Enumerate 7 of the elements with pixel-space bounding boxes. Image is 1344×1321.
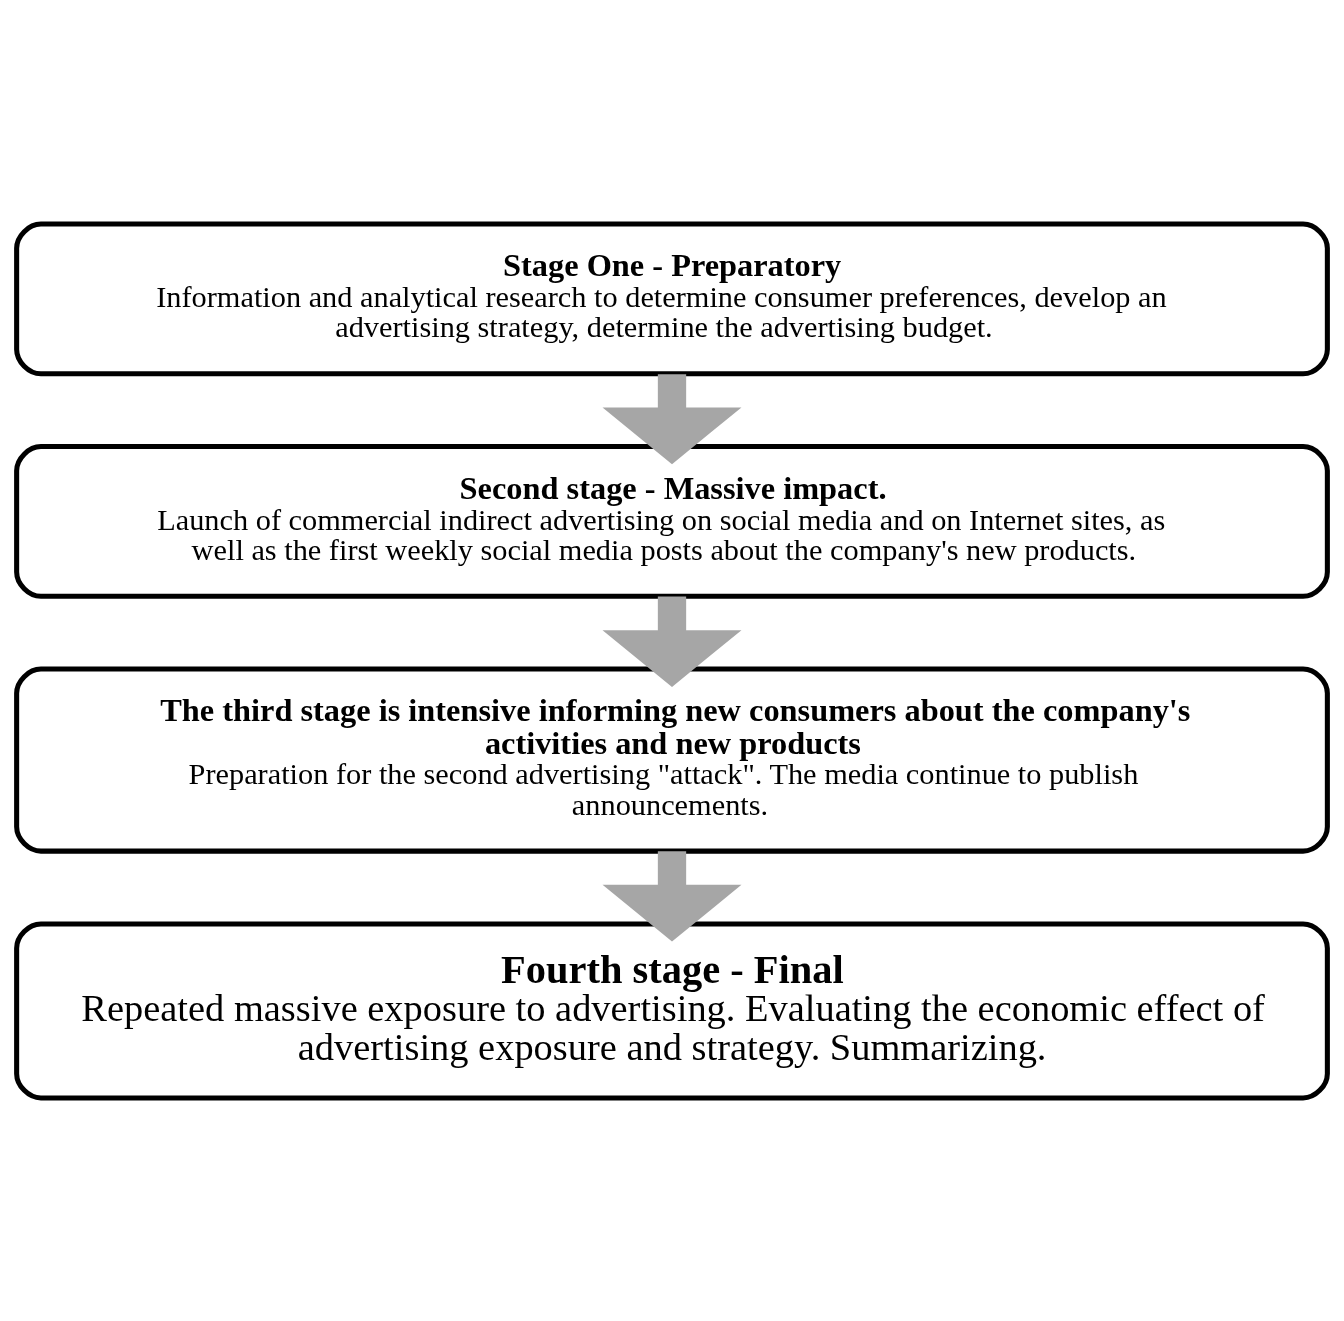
node-box: Fourth stage - Final Repeated massive exposure to advertising. Evaluating the economic effect of advertising exposure and strategy. Summarizing. (14, 920, 1330, 1100)
arrow (602, 373, 742, 464)
node-box: Stage One - Preparatory Information and analytical research to determine consumer preferences, develop an advertising strategy, determine the advertising budget. (14, 221, 1330, 376)
node-box: The third stage is intensive informing new consumers about the company's activities and new products Preparation for the second advertising "attack". The media continue to publish announcements. (14, 666, 1330, 854)
arrow (602, 595, 742, 687)
arrow (602, 850, 742, 942)
node-box: Second stage - Massive impact. Launch of commercial indirect advertising on social media and on Internet sites, as well as the first weekly social media posts about the company's new products. (14, 443, 1330, 599)
